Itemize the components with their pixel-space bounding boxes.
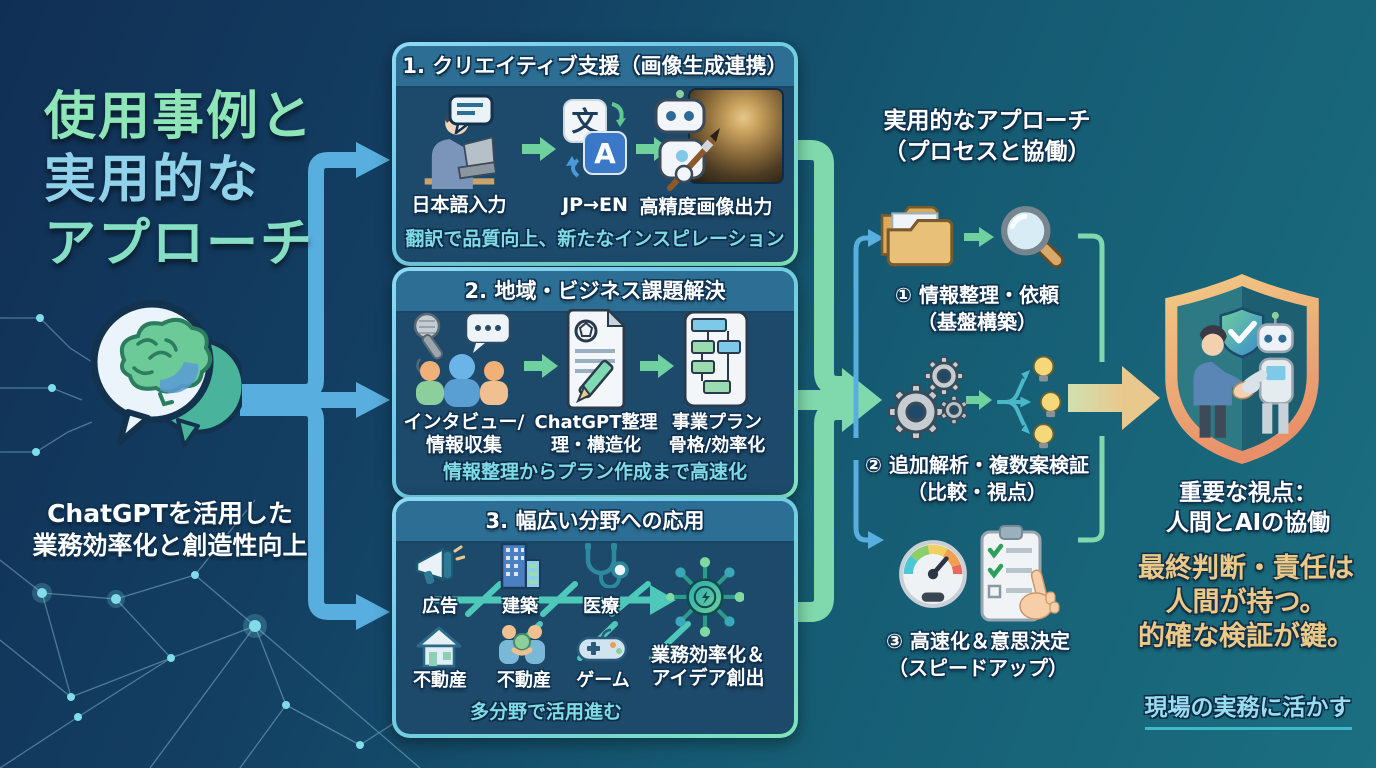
process-title-line: （プロセスと協働） bbox=[883, 139, 1091, 165]
arrow-right-icon bbox=[524, 354, 558, 378]
conclusion-warning-line: 的確な検証が鍵。 bbox=[1138, 621, 1354, 652]
conclusion-footer-text: 現場の実務に活かす bbox=[1144, 688, 1352, 730]
item-label: 日本語入力 bbox=[411, 194, 507, 216]
gears-icon bbox=[888, 356, 968, 440]
generated-art-image bbox=[688, 88, 784, 184]
result-label-line: アイデア創出 bbox=[651, 667, 765, 689]
svg-text:A: A bbox=[594, 137, 616, 170]
result-label-line: 業務効率化＆ bbox=[650, 644, 765, 666]
magnifier-icon bbox=[1001, 206, 1064, 268]
flowchart-icon bbox=[684, 311, 748, 407]
item-label-line: ChatGPT整理 bbox=[534, 412, 658, 433]
conclusion-heading-line: 重要な視点： bbox=[1179, 480, 1317, 506]
game-controller-icon bbox=[576, 628, 628, 662]
usecase-box-2-title: 2. 地域・ビジネス課題解決 bbox=[396, 271, 794, 313]
box-caption: 情報整理からプラン作成まで高速化 bbox=[442, 461, 747, 483]
field-label: 広告 bbox=[422, 596, 458, 617]
checklist-hand-icon bbox=[980, 525, 1060, 622]
field-label: 不動産 bbox=[413, 670, 467, 691]
item-label: 事業プラン 骨格/効率化 bbox=[658, 411, 776, 457]
megaphone-icon bbox=[415, 545, 465, 585]
field-label: 建築 bbox=[502, 596, 538, 617]
item-label-line: 情報収集 bbox=[425, 434, 502, 456]
result-label: 業務効率化＆ アイデア創出 bbox=[628, 644, 788, 690]
chatgpt-document-icon bbox=[566, 309, 627, 410]
conclusion-footer: 現場の実務に活かす bbox=[1124, 688, 1372, 730]
item-label: JP→EN bbox=[562, 194, 628, 216]
arrow-right-icon bbox=[522, 137, 556, 161]
item-label: ChatGPT整理 理・構造化 bbox=[521, 411, 671, 457]
box-caption: 翻訳で品質向上、新たなインスピレーション bbox=[405, 228, 785, 250]
source-caption-line: ChatGPTを活用した bbox=[47, 499, 293, 528]
field-label: ゲーム bbox=[576, 670, 630, 691]
process-step-2-label: ② 追加解析・複数案検証 （比較・視点） bbox=[842, 452, 1112, 506]
arrow-right-icon bbox=[640, 354, 674, 378]
building-icon bbox=[500, 542, 541, 590]
step-label-line: （スピードアップ） bbox=[888, 656, 1068, 680]
usecase-box-business: 2. 地域・ビジネス課題解決 インタビュー/ 情報収集 bbox=[392, 267, 798, 499]
conclusion-warning-line: 人間が持つ。 bbox=[1165, 587, 1327, 618]
network-hub-icon bbox=[666, 557, 744, 637]
speedometer-icon bbox=[899, 540, 967, 608]
process-title-line: 実用的なアプローチ bbox=[883, 108, 1091, 134]
arrow-right-icon bbox=[964, 227, 994, 247]
usecase-box-fields: 3. 幅広い分野への応用 広告 bbox=[392, 497, 798, 738]
process-title: 実用的なアプローチ （プロセスと協働） bbox=[852, 106, 1122, 168]
lightbulb-branch-icon bbox=[997, 355, 1062, 449]
house-icon bbox=[416, 626, 462, 668]
item-label-line: 理・構造化 bbox=[551, 435, 641, 456]
chat-bubble-icon bbox=[448, 94, 494, 134]
field-label: 不動産 bbox=[497, 670, 551, 691]
translate-jp-en-icon: 文 A bbox=[563, 99, 627, 178]
conclusion-warning-line: 最終判断・責任は bbox=[1138, 553, 1354, 584]
step-label-line: ② 追加解析・複数案検証 bbox=[865, 453, 1089, 477]
page-title-line: 実用的な bbox=[44, 150, 261, 211]
human-robot-handshake-shield-icon bbox=[1165, 274, 1319, 464]
item-label-line: インタビュー/ bbox=[403, 411, 525, 433]
brain-chat-bubble-icon bbox=[90, 300, 242, 448]
page-title: 使用事例と 実用的な アプローチ bbox=[44, 86, 314, 276]
box-caption: 多分野で活用進む bbox=[469, 701, 622, 723]
field-label: 医療 bbox=[583, 596, 619, 617]
conclusion-heading: 重要な視点： 人間とAIの協働 bbox=[1134, 478, 1362, 538]
source-caption-line: 業務効率化と創造性向上 bbox=[32, 531, 308, 560]
step-label-line: ③ 高速化＆意思決定 bbox=[886, 629, 1070, 653]
item-label-line: 骨格/効率化 bbox=[668, 435, 766, 456]
page-title-line: 使用事例と bbox=[44, 87, 315, 147]
item-label: 高精度画像出力 bbox=[639, 196, 773, 218]
folders-icon bbox=[880, 205, 954, 267]
step-label-line: （基盤構築） bbox=[917, 310, 1037, 334]
stethoscope-icon bbox=[585, 543, 629, 588]
step-label-line: ① 情報整理・依頼 bbox=[895, 283, 1059, 307]
conclusion-warning: 最終判断・責任は 人間が持つ。 的確な検証が鍵。 bbox=[1118, 552, 1374, 654]
usecase-box-3-title: 3. 幅広い分野への応用 bbox=[396, 501, 794, 543]
page-title-line: アプローチ bbox=[44, 213, 315, 274]
process-step-3-label: ③ 高速化＆意思決定 （スピードアップ） bbox=[848, 628, 1108, 682]
interview-group-icon bbox=[413, 311, 512, 407]
source-caption: ChatGPTを活用した 業務効率化と創造性向上 bbox=[10, 498, 330, 562]
step-label-line: （比較・視点） bbox=[907, 480, 1047, 504]
usecase-box-creative: 1. クリエイティブ支援（画像生成連携） 日本語入力 文 bbox=[392, 42, 798, 266]
arrow-right-icon bbox=[966, 390, 992, 410]
robot-painter-icon bbox=[654, 90, 720, 191]
item-label: インタビュー/ 情報収集 bbox=[396, 411, 532, 457]
conclusion-heading-line: 人間とAIの協働 bbox=[1165, 510, 1331, 536]
item-label-line: 事業プラン bbox=[672, 412, 762, 433]
process-step-1-label: ① 情報整理・依頼 （基盤構築） bbox=[852, 282, 1102, 336]
handshake-people-icon bbox=[499, 625, 545, 664]
usecase-box-1-title: 1. クリエイティブ支援（画像生成連携） bbox=[396, 46, 794, 88]
